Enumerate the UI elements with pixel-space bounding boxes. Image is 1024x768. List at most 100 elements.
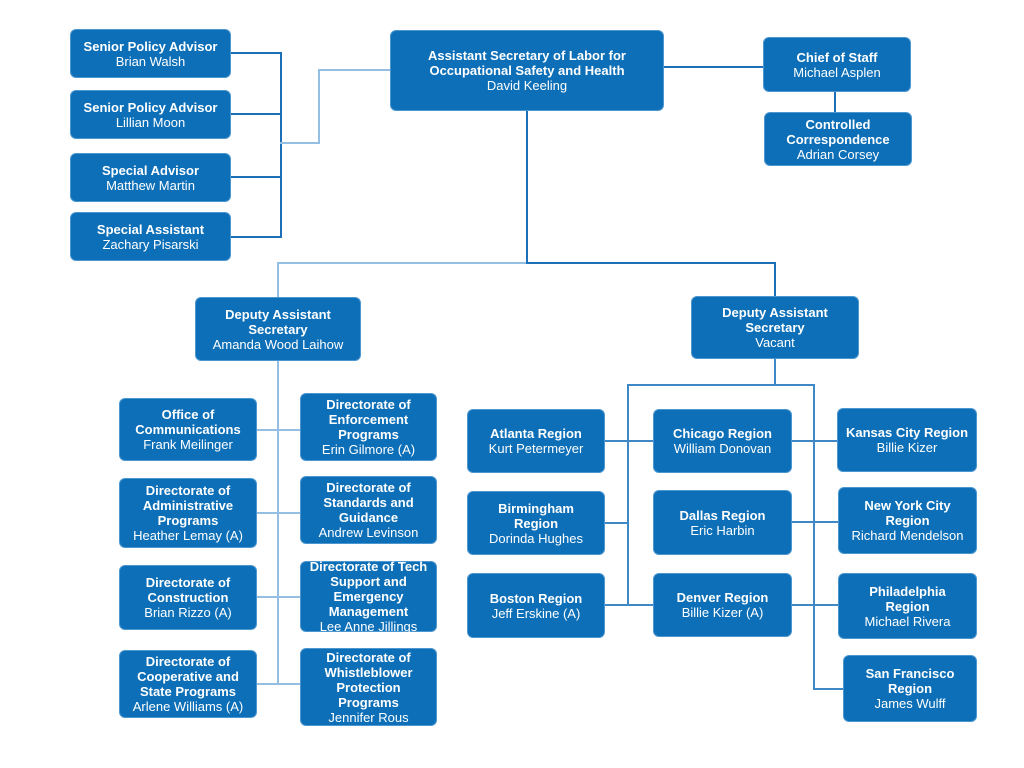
connector-stub-boston-denver xyxy=(605,604,653,606)
connector-left-rail xyxy=(277,361,279,685)
connector-region-rail-1 xyxy=(627,384,629,606)
connector-region-rail-2 xyxy=(813,384,815,690)
org-node-asst: Assistant Secretary of Labor for Occupat… xyxy=(390,30,664,111)
node-person-name: Richard Mendelson xyxy=(851,528,964,543)
node-title: Directorate of Construction xyxy=(145,575,231,605)
node-person-name: Matthew Martin xyxy=(106,177,195,193)
node-title: Assistant Secretary of Labor for Occupat… xyxy=(428,48,626,78)
connector-stub-denver-philly xyxy=(792,604,838,606)
node-person-name: David Keeling xyxy=(486,78,568,93)
node-title: Kansas City Region xyxy=(845,425,969,440)
node-person-name: Lillian Moon xyxy=(115,114,186,130)
node-person-name: Dorinda Hughes xyxy=(489,530,583,546)
connector-drop-deputy-right xyxy=(774,262,776,296)
node-title: Chicago Region xyxy=(673,426,772,441)
node-title: Senior Policy Advisor xyxy=(83,99,218,115)
node-person-name: Billie Kizer xyxy=(876,440,938,455)
node-person-name: Amanda Wood Laihow xyxy=(212,336,344,352)
connector-stub-brian xyxy=(231,52,281,54)
connector-elbow-h1 xyxy=(280,142,320,144)
org-node-whistle: Directorate of Whistleblower Protection … xyxy=(300,648,437,726)
connector-left-row2 xyxy=(257,512,300,514)
node-person-name: Vacant xyxy=(755,335,795,350)
node-title: Directorate of Whistleblower Protection … xyxy=(324,649,413,710)
node-person-name: Andrew Levinson xyxy=(318,525,419,540)
node-person-name: Brian Rizzo (A) xyxy=(144,605,232,620)
connector-dist-right xyxy=(526,262,776,264)
connector-left-row3 xyxy=(257,596,300,598)
node-person-name: Eric Harbin xyxy=(690,522,755,538)
node-title: New York City Region xyxy=(864,498,951,528)
node-title: Birmingham Region xyxy=(498,500,574,531)
node-title: Directorate of Tech Support and Emergenc… xyxy=(309,559,428,619)
node-title: Office of Communications xyxy=(135,407,241,437)
connector-stub-atlanta-chicago xyxy=(605,440,653,442)
connector-stub-birmingham xyxy=(605,522,629,524)
node-person-name: Brian Walsh xyxy=(115,53,186,69)
org-node-tech: Directorate of Tech Support and Emergenc… xyxy=(300,559,437,634)
connector-left-row1 xyxy=(257,429,300,431)
node-person-name: Michael Asplen xyxy=(793,64,881,80)
node-person-name: Arlene Williams (A) xyxy=(132,699,244,714)
node-title: Philadelphia Region xyxy=(869,583,946,614)
node-title: Denver Region xyxy=(676,590,769,605)
node-person-name: Heather Lemay (A) xyxy=(133,528,243,543)
node-person-name: Adrian Corsey xyxy=(796,146,880,162)
node-person-name: Frank Meilinger xyxy=(143,437,233,452)
node-person-name: Erin Gilmore (A) xyxy=(321,442,416,457)
node-person-name: Michael Rivera xyxy=(864,613,951,629)
connector-drop-deputy-left xyxy=(277,262,279,297)
node-title: Directorate of Cooperative and State Pro… xyxy=(137,654,239,699)
node-title: Deputy Assistant Secretary xyxy=(722,305,828,335)
connector-advisors-rail xyxy=(280,52,282,238)
node-person-name: William Donovan xyxy=(673,441,772,456)
org-node-coop: Directorate of Cooperative and State Pro… xyxy=(119,650,257,718)
node-title: Directorate of Standards and Guidance xyxy=(323,480,414,525)
node-title: Controlled Correspondence xyxy=(786,116,890,147)
connector-right-drop xyxy=(774,359,776,386)
connector-chief-link xyxy=(664,66,763,68)
connector-elbow-v xyxy=(318,69,320,144)
node-person-name: James Wulff xyxy=(874,696,946,711)
node-person-name: Kurt Petermeyer xyxy=(488,441,584,456)
connector-stub-matthew xyxy=(231,176,281,178)
connector-stub-zachary xyxy=(231,236,281,238)
node-title: Senior Policy Advisor xyxy=(83,38,218,54)
node-person-name: Jeff Erskine (A) xyxy=(491,605,581,621)
node-title: Dallas Region xyxy=(679,507,766,523)
connector-stub-dallas-nyc xyxy=(792,521,838,523)
node-person-name: Jennifer Rous xyxy=(328,709,409,725)
connector-stub-lillian xyxy=(231,113,281,115)
node-title: Boston Region xyxy=(489,590,583,606)
connector-dist-left xyxy=(277,262,527,264)
node-title: Atlanta Region xyxy=(490,426,582,441)
connector-stub-chicago-kansas xyxy=(792,440,837,442)
connector-corr-drop xyxy=(834,92,836,112)
node-person-name: Zachary Pisarski xyxy=(102,236,199,252)
node-title: Directorate of Enforcement Programs xyxy=(326,397,411,442)
connector-right-dist xyxy=(627,384,815,386)
node-person-name: Lee Anne Jillings xyxy=(319,619,418,634)
